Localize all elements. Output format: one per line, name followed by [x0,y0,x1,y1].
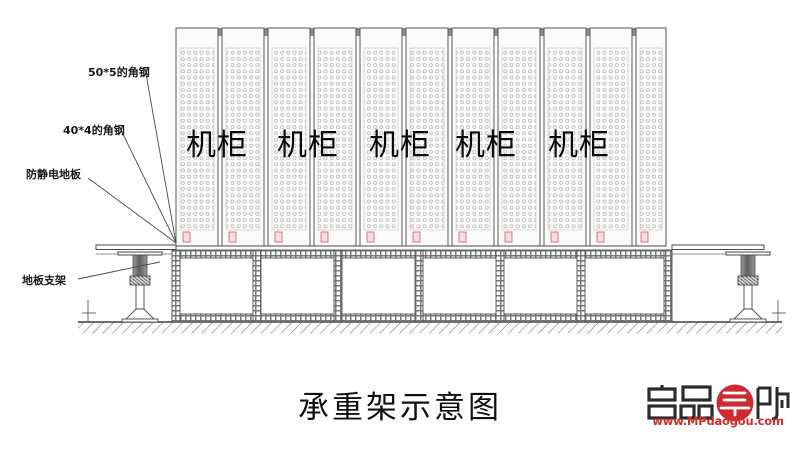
cabinet-unit [543,27,587,247]
annotation-angle-40x4: 40*4的角钢 [63,124,125,137]
cabinet-label: 机柜 [369,128,431,163]
cabinet-label: 机柜 [277,128,339,163]
cabinet-unit [175,27,219,247]
cabinet-unit [313,27,357,247]
watermark-url: www.MPdaogou.com [652,414,784,428]
cabinet-label: 机柜 [455,128,517,163]
logo-char-pin [679,385,714,420]
leader-pedestal [77,261,161,280]
annotation-raised-floor: 防静电地板 [26,168,81,181]
watermark-logo [647,384,790,422]
cabinet-unit [497,27,541,247]
cabinet-unit [267,27,311,247]
cabinet-unit [405,27,449,247]
cabinet-unit [221,27,265,247]
cabinet-label: 机柜 [186,128,248,163]
cabinet-unit [451,27,495,247]
cabinet-label: 机柜 [548,128,610,163]
load-bearing-frame [171,249,673,323]
floor-pedestal-left [82,251,163,323]
leader-lines [77,73,177,280]
logo-char-dao [716,384,754,422]
page-title: 承重架示意图 [298,390,502,426]
logo-char-gou [756,386,790,421]
ground-line [78,321,782,334]
cabinet-unit [635,27,667,247]
floor-pedestal-right [725,251,786,323]
cabinet-unit [589,27,633,247]
leader-angle-50x5 [145,73,177,244]
leader-angle-40x4 [121,131,177,244]
logo-char-zhao [647,385,677,420]
annotation-floor-pedestal: 地板支架 [22,274,66,287]
leader-raised-floor [87,177,177,244]
cabinet-row [175,27,667,247]
annotation-angle-50x5: 50*5的角钢 [88,66,150,79]
